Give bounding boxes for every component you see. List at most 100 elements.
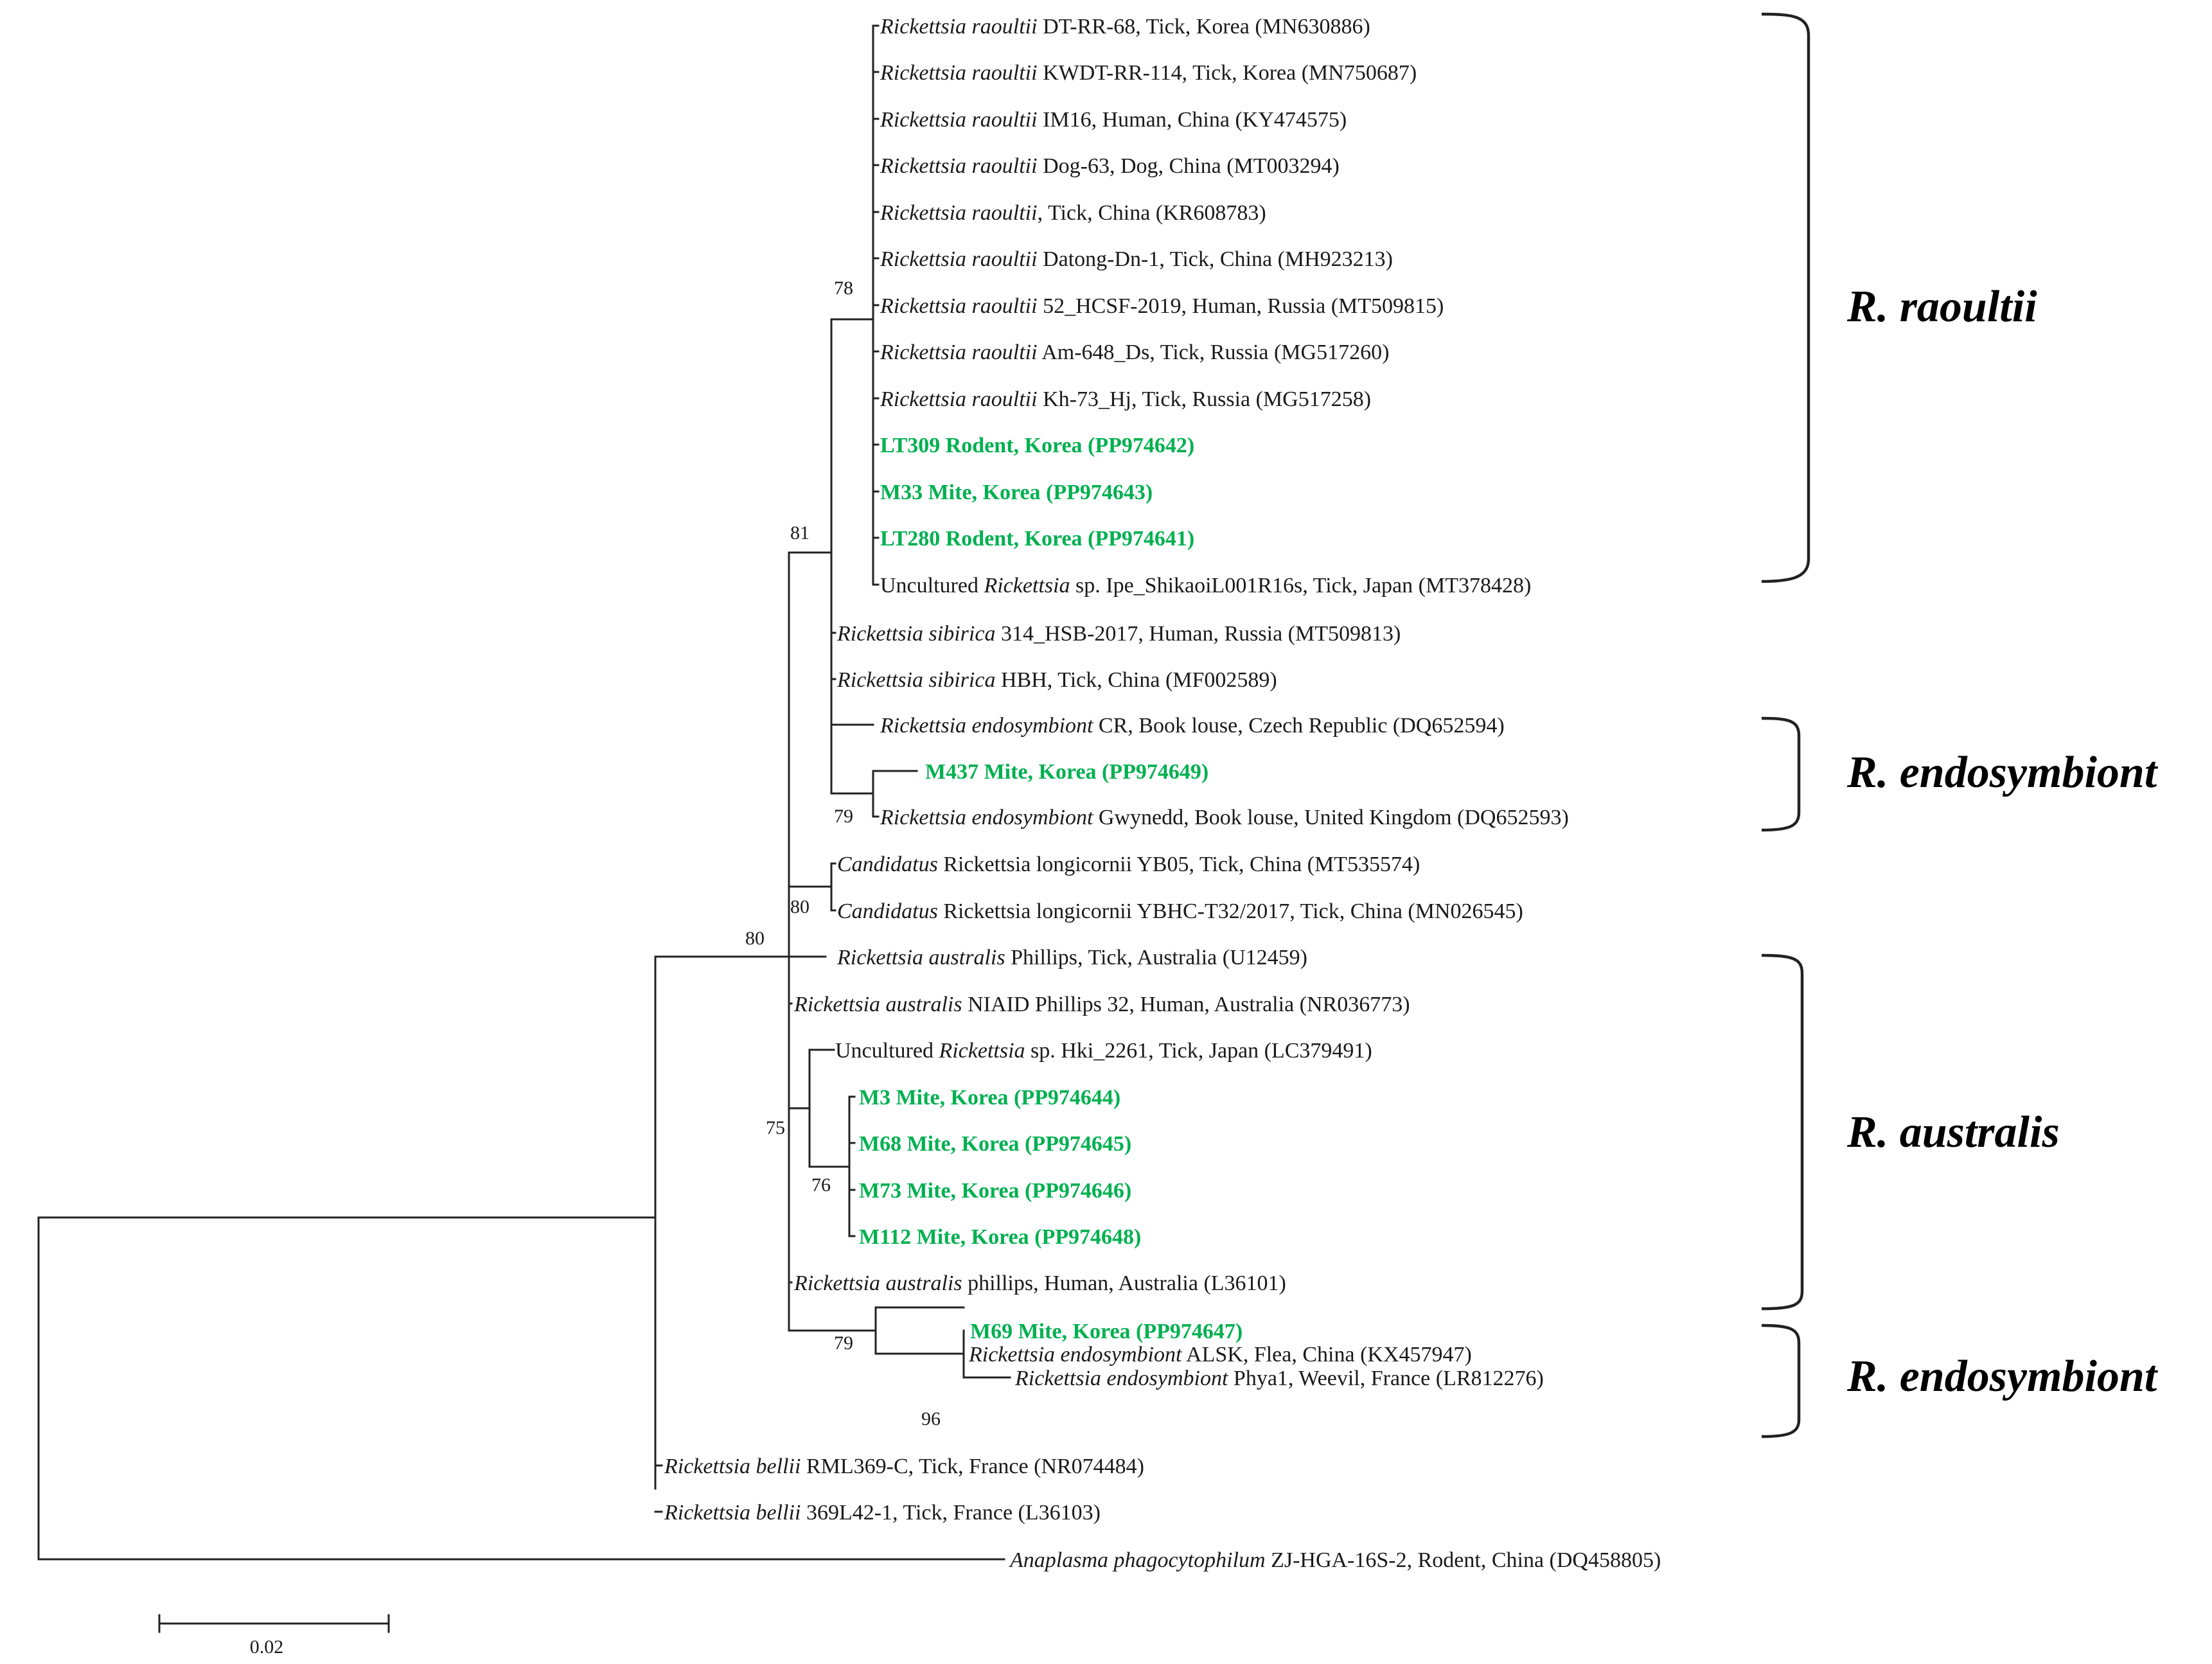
leaf-label: Rickettsia raoultii IM16, Human, China (… [880,108,1347,132]
leaf-label-highlight: M3 Mite, Korea (PP974644) [859,1086,1120,1110]
leaf-label: Rickettsia sibirica 314_HSB-2017, Human,… [836,622,1401,646]
bootstrap-value: 78 [834,278,853,299]
leaf-label: Uncultured Rickettsia sp. Hki_2261, Tick… [835,1039,1372,1063]
clade-label-endosymbiont-2: R. endosymbiont [1846,1352,2159,1401]
leaf-label-part: HBH, Tick, China (MF002589) [995,668,1277,692]
branch [872,24,880,586]
bootstrap-value: 81 [790,522,810,544]
leaf-label: Rickettsia endosymbiont ALSK, Flea, Chin… [968,1343,1472,1367]
leaf-label-part: Phya1, Weevil, France (LR812276) [1228,1367,1543,1390]
leaf-label-part: ZJ-HGA-16S-2, Rodent, China (DQ458805) [1266,1548,1661,1572]
leaf-label-italic: Rickettsia sibirica [836,668,995,692]
leaf-label-part: Uncultured [835,1039,939,1063]
leaf-label-italic: Rickettsia raoultii [880,294,1038,318]
leaf-label: Rickettsia raoultii 52_HCSF-2019, Human,… [880,294,1444,318]
leaf-label-part: M73 Mite, Korea (PP974646) [859,1179,1131,1203]
leaf-label-highlight: LT309 Rodent, Korea (PP974642) [880,434,1194,457]
leaf-label-part: Kh-73_Hj, Tick, Russia (MG517258) [1038,387,1371,411]
branch [830,862,836,912]
bootstrap-value: 75 [766,1117,785,1138]
leaf-label-highlight: M69 Mite, Korea (PP974647) [970,1320,1243,1343]
clade-brace [1761,953,1804,1311]
tree-branches-endosymbiont-flea [874,1306,1011,1379]
leaf-label: Rickettsia raoultii Dog-63, Dog, China (… [880,154,1340,178]
clade-label-raoultii: R. raoultii [1846,282,2037,332]
leaf-label-part: Datong-Dn-1, Tick, China (MH923213) [1038,247,1393,271]
branch [848,1095,856,1237]
leaf-label-part: M3 Mite, Korea (PP974644) [859,1086,1120,1110]
leaf-label-italic: Rickettsia raoultii [880,108,1038,132]
scale-bar-label: 0.02 [250,1636,284,1658]
leaf-label: Rickettsia raoultii Kh-73_Hj, Tick, Russ… [880,387,1371,411]
leaf-label-part: 52_HCSF-2019, Human, Russia (MT509815) [1038,294,1444,318]
leaf-label-italic: Rickettsia australis [836,946,1005,969]
branch [874,1306,965,1332]
clade-labels: R. raoultii R. endosymbiont R. australis… [1846,282,2159,1401]
leaf-label: Uncultured Rickettsia sp. Ipe_ShikaoiL00… [880,574,1531,597]
scale-bar: 0.02 [158,1614,390,1658]
leaf-label: Rickettsia australis Phillips, Tick, Aus… [836,946,1307,969]
leaf-label-italic: Rickettsia raoultii [880,201,1038,225]
leaf-label-italic: Rickettsia sibirica [836,622,995,646]
leaf-label-italic: Rickettsia bellii [664,1501,801,1525]
leaf-label: Rickettsia raoultii DT-RR-68, Tick, Kore… [880,15,1370,39]
leaf-label-part: CR, Book louse, Czech Republic (DQ652594… [1093,714,1504,738]
leaf-label-part: M112 Mite, Korea (PP974648) [859,1225,1141,1249]
clade-brace [1761,716,1801,832]
clade-brace [1761,1323,1801,1438]
leaf-label-part: M69 Mite, Korea (PP974647) [970,1320,1243,1343]
leaf-label-part: ALSK, Flea, China (KX457947) [1181,1343,1471,1367]
leaf-label-italic: Rickettsia endosymbiont [968,1343,1183,1367]
leaf-label: Rickettsia australis phillips, Human, Au… [793,1271,1286,1295]
bootstrap-value: 76 [811,1174,831,1196]
leaf-label-italic: Rickettsia bellii [664,1455,801,1478]
leaf-label-part: KWDT-RR-114, Tick, Korea (MN750687) [1038,61,1417,85]
leaf-label-part: , Tick, China (KR608783) [1038,201,1266,225]
scale-bar-line [158,1614,390,1633]
leaf-label-italic: Rickettsia [938,1039,1025,1063]
leaf-label-part: Rickettsia longicornii YBHC-T32/2017, Ti… [938,899,1523,923]
clade-label-endosymbiont-1: R. endosymbiont [1846,748,2159,797]
leaf-label-italic: Rickettsia raoultii [880,387,1038,411]
leaf-label: Rickettsia raoultii KWDT-RR-114, Tick, K… [880,61,1417,85]
leaf-label-part: sp. Hki_2261, Tick, Japan (LC379491) [1025,1039,1372,1063]
leaf-label: Rickettsia australis NIAID Phillips 32, … [793,993,1410,1016]
leaf-label-italic: Rickettsia raoultii [880,247,1038,271]
leaf-label: Rickettsia endosymbiont Phya1, Weevil, F… [1014,1367,1544,1390]
leaf-label-highlight: M437 Mite, Korea (PP974649) [925,760,1208,784]
leaf-label: Candidatus Rickettsia longicornii YBHC-T… [837,899,1523,923]
bootstrap-value: 80 [790,896,810,917]
leaf-label-highlight: M33 Mite, Korea (PP974643) [880,481,1153,504]
leaf-label: Rickettsia endosymbiont CR, Book louse, … [880,714,1505,738]
leaf-label: Rickettsia raoultii Datong-Dn-1, Tick, C… [880,247,1393,271]
leaf-label-italic: Anaplasma phagocytophilum [1009,1548,1266,1572]
leaf-label: Rickettsia bellii 369L42-1, Tick, France… [664,1501,1101,1525]
leaf-label-highlight: M73 Mite, Korea (PP974646) [859,1179,1131,1203]
leaf-label-part: phillips, Human, Australia (L36101) [962,1271,1286,1295]
branch [37,1216,1005,1561]
leaf-label-italic: Rickettsia [983,574,1070,597]
leaf-label-italic: Rickettsia raoultii [880,341,1038,364]
leaf-label-part: Phillips, Tick, Australia (U12459) [1005,946,1307,969]
leaf-label-part: RML369-C, Tick, France (NR074484) [801,1455,1144,1478]
leaf-label-italic: Rickettsia australis [793,1271,962,1295]
bootstrap-value: 80 [745,928,765,949]
leaf-label: Rickettsia sibirica HBH, Tick, China (MF… [836,668,1277,692]
leaf-label-part: sp. Ipe_ShikaoiL001R16s, Tick, Japan (MT… [1070,574,1532,597]
leaf-label-italic: Rickettsia endosymbiont [880,806,1094,829]
leaf-label-italic: Rickettsia endosymbiont [1014,1367,1229,1390]
leaf-label-italic: Rickettsia raoultii [880,15,1038,39]
clade-braces [1761,12,1810,1438]
bootstrap-value: 96 [921,1408,941,1429]
leaf-label: Rickettsia raoultii, Tick, China (KR6087… [880,201,1266,225]
leaf-label-part: 369L42-1, Tick, France (L36103) [801,1501,1101,1525]
leaf-label-part: LT309 Rodent, Korea (PP974642) [880,434,1194,457]
leaf-label-part: Rickettsia longicornii YB05, Tick, China… [938,853,1420,876]
leaf-label-part: IM16, Human, China (KY474575) [1038,108,1347,132]
leaf-label-part: Gwynedd, Book louse, United Kingdom (DQ6… [1093,806,1568,829]
leaf-label: Rickettsia raoultii Am-648_Ds, Tick, Rus… [880,341,1389,364]
leaf-label-part: 314_HSB-2017, Human, Russia (MT509813) [995,622,1401,646]
leaf-label: Candidatus Rickettsia longicornii YB05, … [837,853,1420,876]
leaf-label-italic: Candidatus [837,853,938,876]
